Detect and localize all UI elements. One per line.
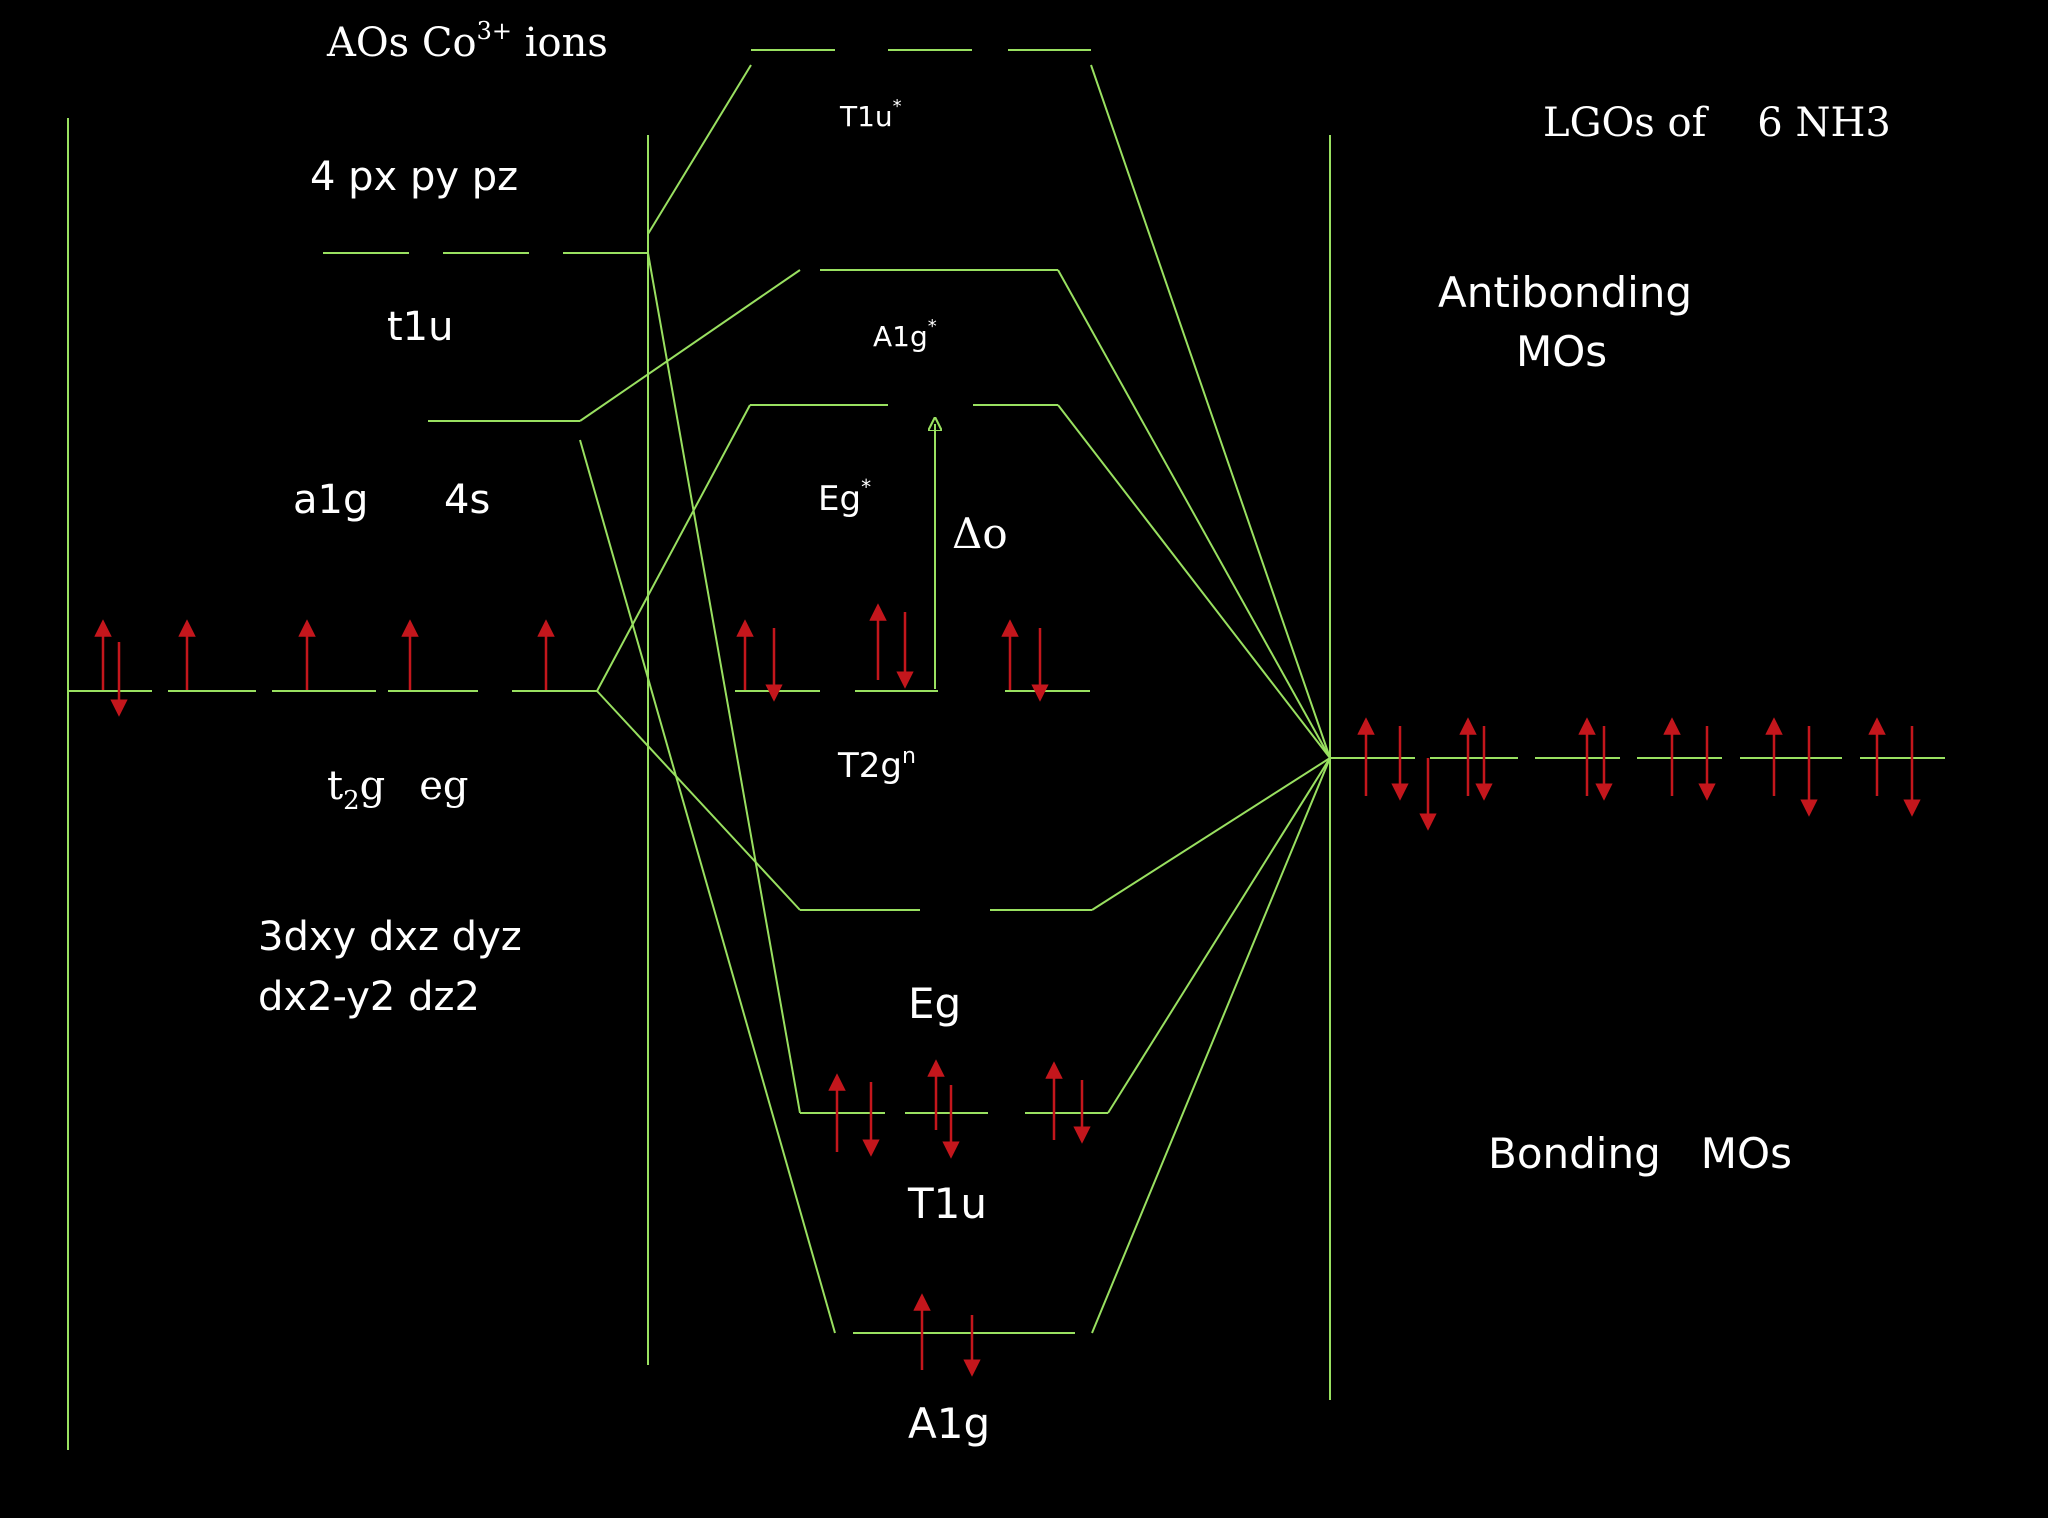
a1g-electrons [913, 1293, 981, 1377]
mo-eg-label: Eg [908, 979, 961, 1028]
metal-4p-orbitals-label: 4 px py pz [310, 154, 518, 200]
metal-t1u-label: t1u [387, 304, 453, 350]
ligand-electrons [1357, 717, 1921, 831]
antibonding-label-line1: Antibonding [1438, 268, 1692, 317]
metal-3d-orbitals-line2: dx2-y2 dz2 [258, 974, 480, 1020]
delta-o-label: Δo [952, 509, 1008, 558]
ligand-correlation-lines [1057, 64, 1331, 1334]
metal-a1g-label: a1g [293, 477, 368, 523]
t2g-electrons [736, 603, 1049, 702]
mo-t1u-star-label: T1u* [839, 96, 902, 133]
mo-t1u-label: T1u [907, 1179, 987, 1228]
energy-lines [67, 49, 1945, 1450]
electrons [94, 603, 1921, 1377]
mo-a1g-star-label: A1g* [873, 316, 937, 353]
mo-a1g-label: A1g [908, 1399, 990, 1448]
metal-correlation-lines [579, 64, 836, 1334]
metal-3d-orbitals-line1: 3dxy dxz dyz [258, 914, 522, 960]
ligand-title: LGOs of 6 NH3 [1543, 100, 1891, 146]
mo-eg-star-label: Eg* [818, 475, 871, 519]
bonding-label: Bonding MOs [1488, 1129, 1792, 1178]
mo-t2g-label: T2gn [837, 744, 916, 786]
metal-d-electrons [94, 619, 555, 717]
t1u-electrons [828, 1059, 1091, 1159]
antibonding-label-line2: MOs [1516, 327, 1607, 376]
metal-title: AOs Co3+ ions [326, 17, 608, 66]
metal-4s-label: 4s [444, 477, 490, 523]
